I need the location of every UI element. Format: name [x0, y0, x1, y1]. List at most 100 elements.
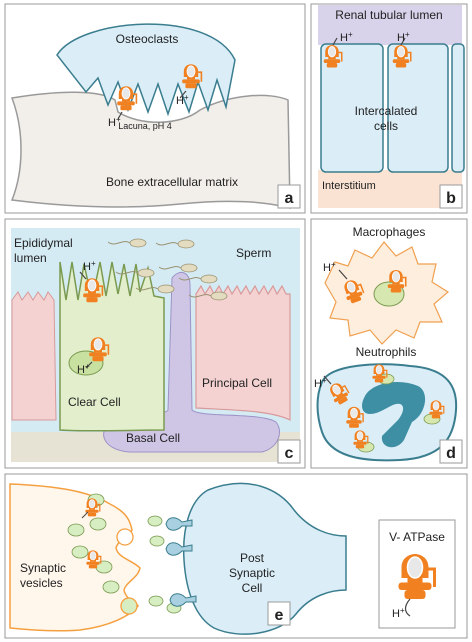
panel-c-tag: c [285, 445, 294, 462]
svg-text:H+: H+ [108, 115, 121, 129]
panel-c: H+ H+ Epididymal lumen Sperm Clear Cell … [4, 218, 306, 469]
proton-label: H [77, 364, 85, 376]
panel-e-tag: e [275, 607, 284, 624]
proton-arrow-icon [79, 271, 87, 280]
principal-cell-right [195, 284, 291, 421]
neurotransmitter [149, 535, 165, 547]
principal-cell-label: Principal Cell [202, 376, 272, 390]
presynaptic-terminal [9, 483, 141, 632]
receptor-icon [165, 542, 193, 556]
proton-charge: + [405, 30, 410, 39]
neurotransmitter [148, 595, 164, 607]
post-synaptic-label: Synaptic [229, 566, 275, 580]
panel-a-tag-box [277, 184, 301, 209]
principal-cell-left [11, 291, 57, 421]
proton-label: H [392, 608, 400, 620]
synaptic-vesicles-label: vesicles [20, 576, 63, 590]
post-synaptic-label: Post [240, 551, 265, 565]
lacuna-label: Lacuna, pH 4 [118, 121, 172, 131]
panel-b-tag: b [446, 190, 456, 207]
svg-text:H+: H+ [314, 376, 327, 390]
basal-cell-label: Basal Cell [126, 431, 180, 445]
svg-text:H+: H+ [77, 362, 90, 376]
intercalated-cell [451, 43, 465, 173]
synaptic-vesicles-label: Synaptic [20, 561, 66, 575]
panel-d: Macrophages H+ Neutrophils H+ d [310, 218, 468, 469]
proton-charge: + [348, 30, 353, 39]
svg-text:H+: H+ [176, 93, 189, 107]
synaptic-vesicle [89, 517, 107, 531]
renal-lumen [318, 5, 462, 45]
panel-b: Renal tubular lumen H+ H+ Intercalated c… [310, 3, 468, 214]
bone-matrix-label: Bone extracellular matrix [106, 175, 238, 189]
proton-label: H [340, 32, 348, 44]
intercalated-cell [387, 43, 449, 173]
proton-arrow-icon [323, 375, 332, 385]
panel-a: Osteoclasts H+ H+ Lacuna, pH 4 Bone extr… [4, 3, 306, 214]
neutrophil-cell [316, 363, 458, 462]
proton-arrow-icon [400, 37, 406, 46]
proton-charge: + [85, 362, 90, 371]
proton-label: H [108, 117, 116, 129]
neutrophil-nucleus [362, 382, 426, 448]
sperm-icon [210, 291, 228, 301]
proton-label: H [323, 262, 331, 274]
panel-a-tag: a [285, 190, 294, 207]
fusing-vesicle [116, 528, 134, 546]
proton-arrow-icon [85, 361, 93, 369]
postsynaptic-cell [182, 482, 347, 635]
proton-charge: + [91, 259, 96, 268]
panel-e-tag-box [267, 601, 291, 626]
fusing-vesicle [120, 597, 138, 615]
proton-arrow-icon [179, 90, 187, 99]
sperm-icon [180, 263, 198, 273]
panel-d-tag-box [439, 439, 463, 464]
svg-text:H+: H+ [340, 30, 353, 44]
epididymal-lumen-label: Epididymal [14, 236, 73, 250]
synaptic-vesicle [102, 580, 120, 594]
proton-charge: + [400, 606, 405, 615]
intercalated-label: Intercalated [355, 104, 418, 118]
panel-d-tag: d [446, 445, 456, 462]
intercalated-cell [320, 43, 384, 173]
sperm-icon [137, 268, 155, 278]
proton-arrow-icon [332, 37, 338, 46]
proton-label: H [397, 32, 405, 44]
interstitium [318, 170, 462, 208]
neutrophils-label: Neutrophils [356, 345, 417, 359]
proton-arrow-icon [338, 269, 348, 280]
osteoclast-cell [56, 23, 236, 117]
receptor-icon [169, 593, 197, 607]
svg-text:H+: H+ [397, 30, 410, 44]
svg-text:H+: H+ [323, 260, 336, 274]
renal-lumen-label: Renal tubular lumen [335, 8, 442, 22]
intercalated-label: cells [374, 119, 398, 133]
synaptic-vesicle [71, 545, 89, 559]
macrophages-label: Macrophages [353, 225, 426, 239]
proton-charge: + [322, 376, 327, 385]
sperm-icon [177, 239, 195, 249]
legend-title: V- ATPase [389, 530, 445, 544]
neurotransmitter [147, 515, 163, 527]
proton-arrow-icon [81, 511, 89, 519]
panel-b-tag-box [439, 184, 463, 209]
sperm-icon [157, 284, 175, 294]
sperm-icon [129, 238, 147, 248]
receptor-icon [165, 517, 193, 531]
clear-cell [59, 261, 165, 432]
sperm-group [107, 238, 228, 301]
epididymal-lumen-label: lumen [14, 251, 47, 265]
sperm-icon [200, 274, 218, 284]
sperm-label: Sperm [236, 246, 271, 260]
clear-cell-label: Clear Cell [68, 395, 121, 409]
proton-charge: + [116, 115, 121, 124]
proton-label: H [314, 378, 322, 390]
panel-e: Synaptic vesicles Post Synaptic Cell e V… [4, 473, 468, 639]
proton-charge: + [331, 260, 336, 269]
proton-charge: + [184, 93, 189, 102]
post-synaptic-label: Cell [242, 581, 263, 595]
panel-c-tag-box [277, 439, 301, 464]
svg-text:H+: H+ [392, 606, 405, 620]
synaptic-vesicle [67, 523, 85, 537]
